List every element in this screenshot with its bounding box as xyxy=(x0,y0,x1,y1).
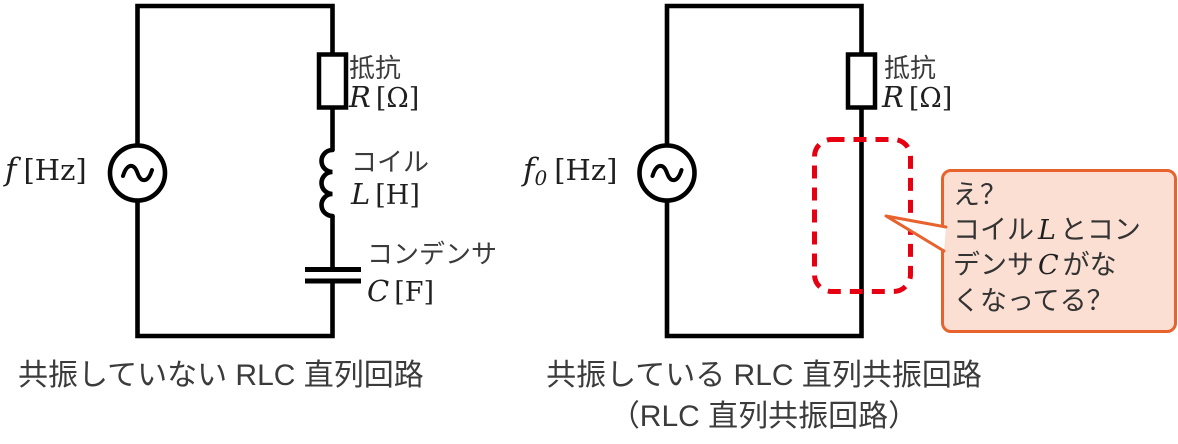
inductor-letter: L xyxy=(351,177,371,211)
callout-tail-icon xyxy=(884,214,948,253)
callout-line: くなってる？ xyxy=(953,284,1168,319)
sine-wave-icon xyxy=(650,163,684,183)
callout-line: え？ xyxy=(953,178,1168,213)
callout-text: とコン xyxy=(1059,214,1141,245)
right-caption-line2: （RLC 直列共振回路） xyxy=(609,400,919,433)
resistor-unit: [Ω] xyxy=(908,83,953,114)
inductor-unit: [H] xyxy=(375,180,420,211)
callout-text: え？ xyxy=(953,180,1007,210)
wire-bottom-left-loop xyxy=(135,199,335,339)
wire-top-right-loop xyxy=(664,3,864,147)
missing-components-highlight-box xyxy=(812,137,913,294)
resistor-name-label: 抵抗 xyxy=(349,53,402,83)
callout-text: デンサ xyxy=(953,250,1034,280)
wire-bottom-right-loop xyxy=(664,107,864,339)
capacitor-letter: C xyxy=(367,274,390,308)
capacitor-name-label: コンデンサ xyxy=(367,239,498,269)
resistor-unit: [Ω] xyxy=(375,83,420,114)
resistor-name-label: 抵抗 xyxy=(884,53,937,83)
frequency-letter: f xyxy=(5,152,17,188)
sine-wave-icon xyxy=(121,163,154,183)
frequency-letter: f xyxy=(523,152,535,188)
resistor-symbol xyxy=(845,52,878,110)
resistor-letter: R xyxy=(349,80,371,114)
inductor-value-label: L[H] xyxy=(351,179,420,211)
frequency-subscript: 0 xyxy=(534,166,548,190)
callout-text: がな xyxy=(1062,250,1117,280)
inductor-letter: L xyxy=(1038,214,1056,246)
resistor-letter: R xyxy=(882,80,904,114)
frequency-unit: [Hz] xyxy=(23,153,87,187)
capacitor-unit: [F] xyxy=(394,277,435,308)
frequency-unit: [Hz] xyxy=(554,153,618,187)
callout-text: コイル xyxy=(953,214,1034,245)
resistor-value-label: R[Ω] xyxy=(882,82,952,114)
callout-text: くなってる？ xyxy=(953,285,1114,316)
capacitor-value-label: C[F] xyxy=(367,276,434,308)
left-source-frequency-label: f[Hz] xyxy=(5,153,87,187)
right-circuit-symbol xyxy=(637,3,913,339)
capacitor-letter: C xyxy=(1038,250,1059,281)
left-circuit-caption: 共振していない RLC 直列回路 xyxy=(18,359,424,392)
resistor-value-label: R[Ω] xyxy=(349,82,419,114)
right-caption-line1: 共振している RLC 直列共振回路 xyxy=(546,359,982,392)
right-circuit-caption: 共振している RLC 直列共振回路 （RLC 直列共振回路） xyxy=(533,355,995,437)
inductor-name-label: コイル xyxy=(351,147,430,177)
wire-top-left-loop xyxy=(135,3,335,147)
left-circuit-symbol xyxy=(107,3,361,339)
inductor-symbol xyxy=(319,147,335,219)
